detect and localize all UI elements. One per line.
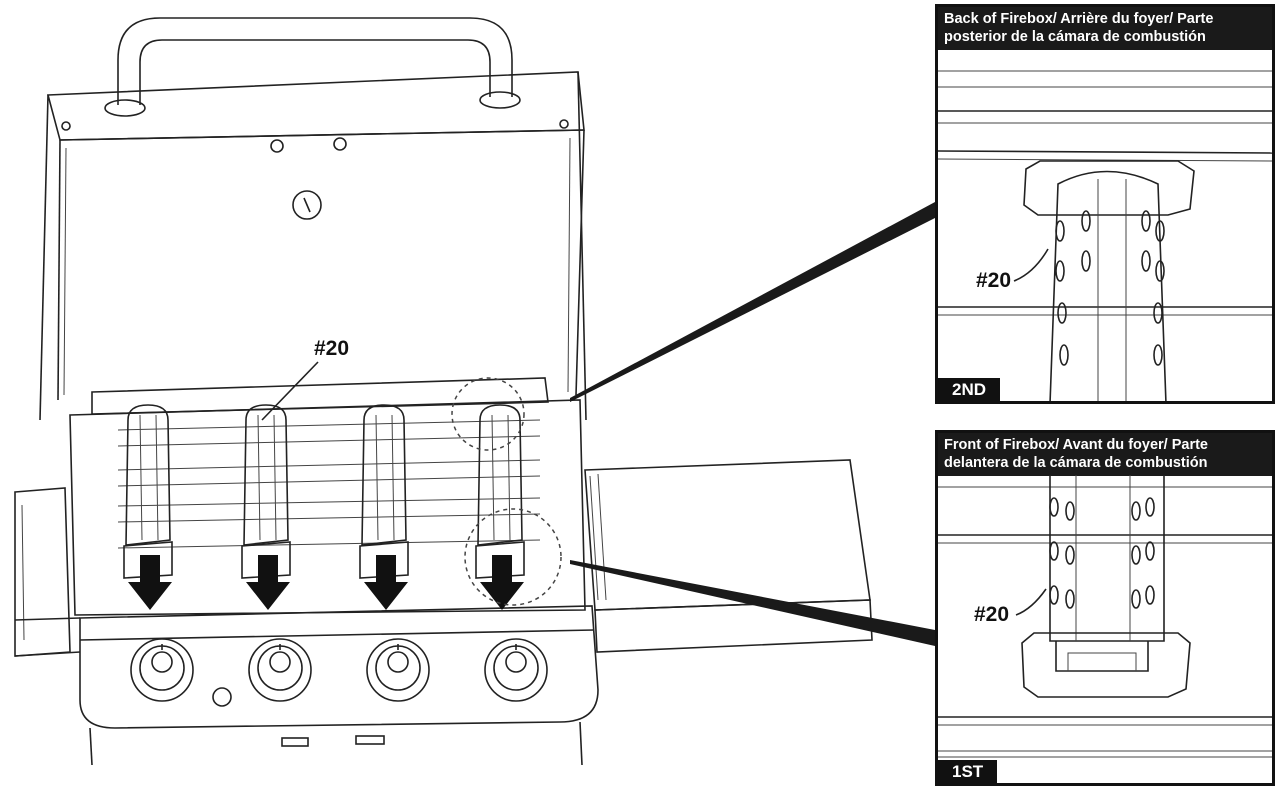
detail-illustration-front: #20 [938, 475, 1272, 758]
step-badge-front: 1ST [938, 760, 998, 783]
thermometer-icon [292, 190, 322, 220]
leader-main [261, 361, 319, 421]
control-knob-3 [366, 638, 430, 702]
down-arrow-icon [128, 555, 172, 610]
lid-handle [104, 17, 521, 117]
part-label-main: #20 [314, 337, 349, 360]
right-side-shelf [584, 459, 873, 653]
burner-3 [359, 404, 409, 610]
highlight-front [464, 508, 562, 606]
control-panel [79, 605, 599, 766]
part-label-front: #20 [974, 603, 1009, 626]
step-badge-back: 2ND [938, 378, 1001, 401]
detail-panel-front: Front of Firebox/ Avant du foyer/ Parte … [935, 430, 1275, 786]
burner-1 [123, 404, 173, 610]
detail-panel-back: Back of Firebox/ Arrière du foyer/ Parte… [935, 4, 1275, 404]
down-arrow-icon [364, 555, 408, 610]
highlight-back [451, 377, 525, 451]
detail-title-back: Back of Firebox/ Arrière du foyer/ Parte… [938, 7, 1272, 50]
detail-title-front: Front of Firebox/ Avant du foyer/ Parte … [938, 433, 1272, 476]
down-arrow-icon [246, 555, 290, 610]
control-knob-2 [248, 638, 312, 702]
igniter-button [212, 687, 232, 707]
control-knob-4 [484, 638, 548, 702]
connector-back [570, 202, 935, 402]
burner-2 [241, 404, 291, 610]
burners [123, 404, 525, 610]
left-side-shelf [14, 487, 81, 657]
down-arrow-icon [480, 555, 524, 610]
burner-4 [475, 404, 525, 610]
control-knobs [130, 638, 548, 702]
connector-front [570, 560, 935, 646]
firebox [69, 377, 586, 616]
grill-lid [39, 71, 587, 421]
detail-illustration-back: #20 [938, 70, 1272, 401]
part-label-back: #20 [976, 269, 1011, 292]
control-knob-1 [130, 638, 194, 702]
